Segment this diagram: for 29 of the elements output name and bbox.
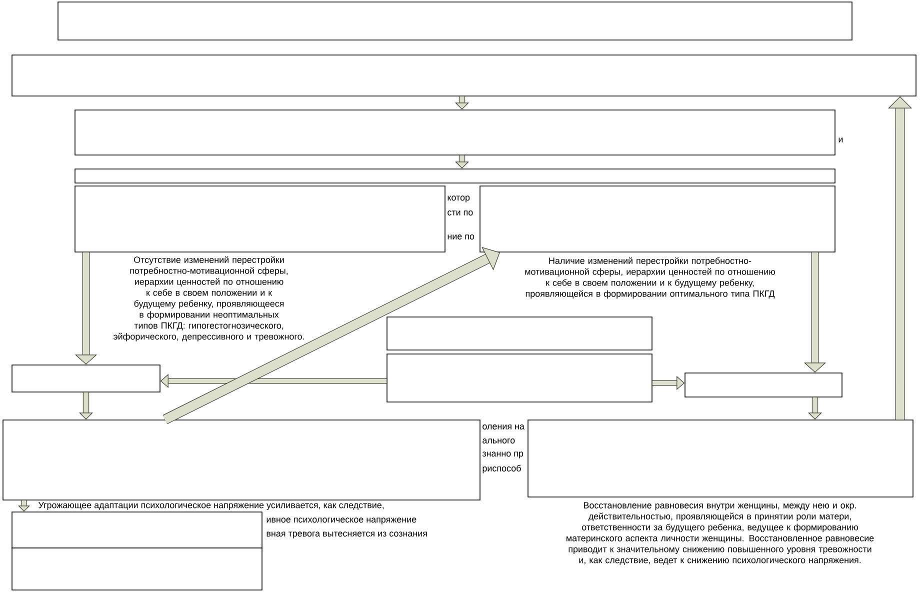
text-fragment: сти по — [448, 210, 473, 216]
empty-box — [684, 372, 842, 398]
text-fragment: ние по — [448, 234, 474, 240]
text-fragment: оления на — [482, 424, 524, 430]
text-fragment: и — [838, 138, 843, 142]
empty-box — [480, 186, 836, 252]
text-fragment: котор — [448, 196, 470, 202]
empty-box — [2, 420, 480, 500]
text-fragment: ального — [482, 438, 515, 444]
paragraph-text: Восстановление равновесия внутри женщины, между нею и окр. действительностью, проявляющейся в принятии роли матери, ответственности за будущего ребенка, ведущее к формированию материнского аспекта личности женщины. Восстановленное равновесие приводит к значительному снижению повышенного уровня тревожности и, как следствие, ведет к снижению психологического напряжения. — [566, 502, 874, 566]
text-fragment: ивное психологическое напряжение — [266, 518, 416, 524]
empty-box — [12, 54, 916, 96]
paragraph-text: Наличие изменений перестройки потребностно-мотивационной сферы, иерархии ценностей по отношению к себе в своем положении и к будущему ребенку, проявляющейся в формировании оптимального типа ПКГД — [525, 257, 775, 299]
empty-box — [58, 2, 852, 40]
text-fragment: риспособ — [482, 464, 521, 474]
paragraph-text: Отсутствие изменений перестройки потребностно-мотивационной сферы, иерархии ценностей по отношению к себе в своем положении и к будущему ребенку, проявляющееся в формировании неоптимальных типов ПКГД: гипогестогнозического, эйфорического, депрессивного и тревожного. — [113, 256, 304, 342]
empty-box — [12, 512, 262, 548]
empty-box — [386, 316, 652, 350]
empty-box — [528, 420, 914, 498]
text-fragment: вная тревога вытесняется из сознания — [266, 532, 427, 538]
empty-box — [74, 110, 836, 156]
empty-box — [12, 364, 160, 392]
arrow — [162, 246, 500, 424]
empty-box — [386, 354, 652, 402]
empty-box — [74, 168, 836, 184]
text-fragment: Угрожающее адаптации психологическое напряжение усиливается, как следствие, — [38, 502, 384, 510]
empty-box — [12, 548, 262, 590]
text-fragment: знанно пр — [482, 452, 524, 458]
empty-box — [74, 186, 446, 252]
